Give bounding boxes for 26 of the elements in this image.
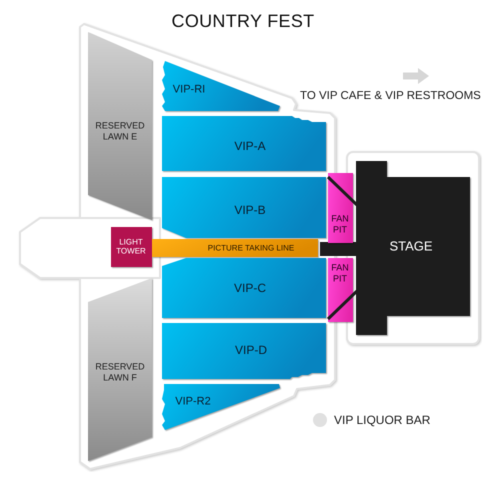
section-label: RESERVED LAWN F — [95, 361, 145, 383]
section-label: VIP-R2 — [175, 396, 211, 408]
section-label: VIP-C — [234, 280, 266, 296]
section-label: VIP-A — [234, 138, 266, 154]
section-label: RESERVED LAWN E — [95, 120, 145, 142]
stage-label: STAGE — [389, 238, 433, 254]
seating-section — [162, 384, 280, 431]
picture-line-label: PICTURE TAKING LINE — [208, 243, 294, 253]
section-label: VIP-RI — [172, 84, 206, 96]
direction-note: TO VIP CAFE & VIP RESTROOMS — [300, 89, 481, 104]
seating-section — [162, 258, 326, 318]
section-label: VIP-D — [235, 342, 267, 358]
lawn-section — [88, 30, 152, 222]
seating-section — [162, 61, 282, 112]
light-tower — [111, 227, 152, 267]
section-label: VIP-B — [234, 202, 266, 218]
seating-section — [162, 177, 326, 238]
seating-section — [162, 323, 326, 379]
fan-pit — [328, 173, 353, 243]
fan-pit-label: FAN PIT — [331, 213, 349, 235]
map-title: COUNTRY FEST — [170, 10, 316, 32]
lawn-section — [88, 278, 152, 462]
light-tower-label: LIGHT TOWER — [116, 238, 146, 256]
stage — [356, 161, 470, 335]
seating-section — [162, 116, 326, 171]
legend-label: VIP LIQUOR BAR — [334, 412, 430, 428]
